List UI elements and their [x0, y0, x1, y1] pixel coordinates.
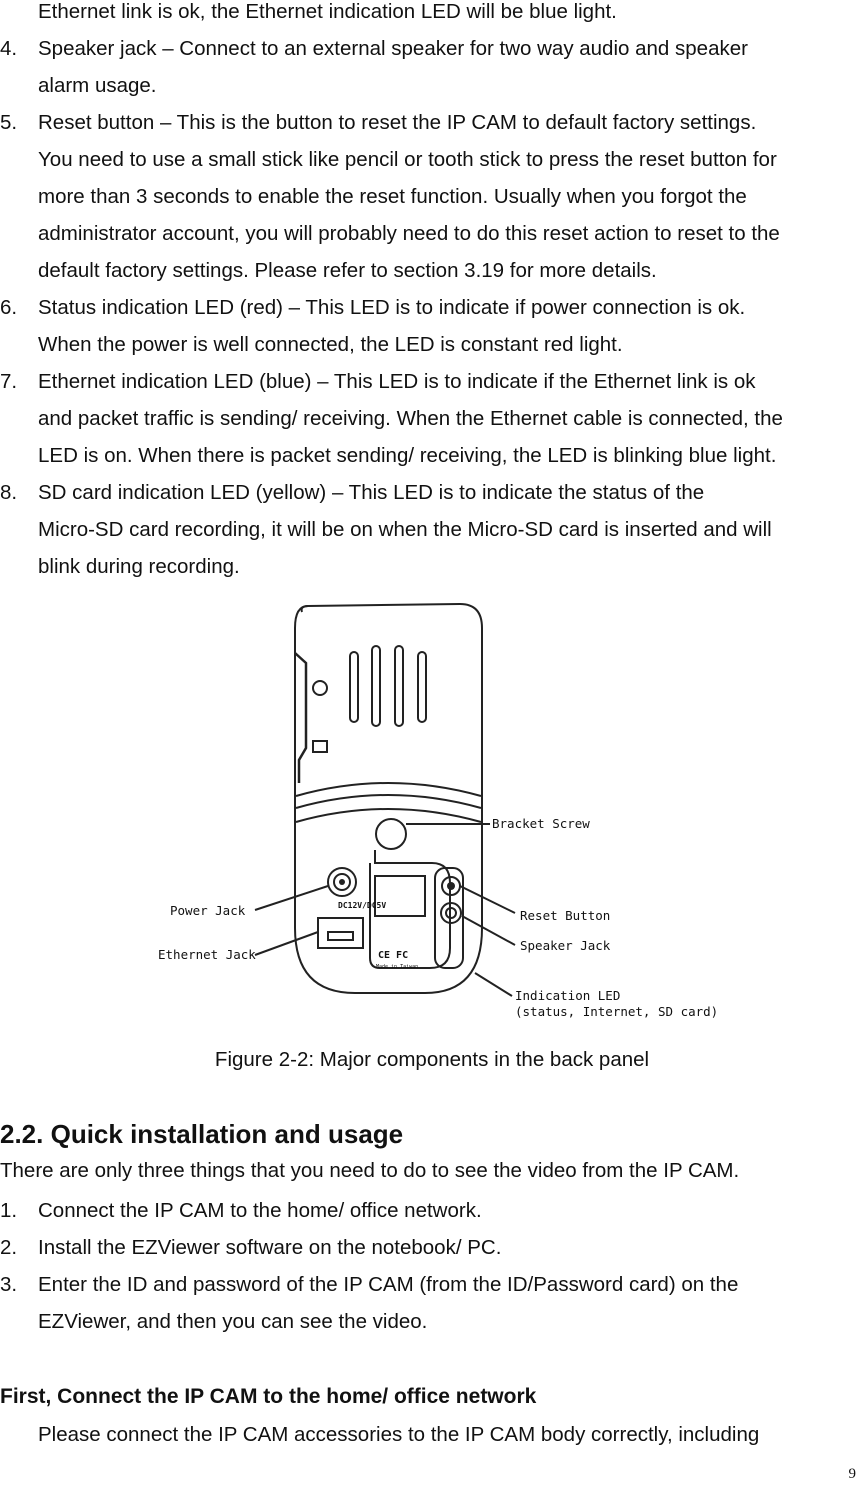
item-line: Ethernet indication LED (blue) – This LE…: [38, 370, 756, 393]
label-power-jack: Power Jack: [170, 903, 246, 918]
label-indication-led: Indication LED: [515, 988, 620, 1003]
label-reset-button: Reset Button: [520, 908, 610, 923]
item-line: Micro-SD card recording, it will be on w…: [38, 518, 772, 541]
sd-symbol-icon: [312, 680, 328, 696]
item-number: 4.: [0, 37, 18, 60]
bracket-screw-hole: [375, 818, 407, 850]
subsection-heading: First, Connect the IP CAM to the home/ o…: [0, 1385, 537, 1408]
step-line: Connect the IP CAM to the home/ office n…: [38, 1199, 482, 1222]
speaker-jack: [440, 902, 462, 924]
figure-caption: Figure 2-2: Major components in the back…: [214, 1048, 650, 1071]
label-bracket-screw: Bracket Screw: [492, 816, 590, 831]
subsection-text: Please connect the IP CAM accessories to…: [38, 1423, 760, 1446]
item-line: more than 3 seconds to enable the reset …: [38, 185, 747, 208]
item-line: Status indication LED (red) – This LED i…: [38, 296, 746, 319]
section-heading: 2.2. Quick installation and usage: [0, 1119, 404, 1149]
step-line: EZViewer, and then you can see the video…: [38, 1310, 428, 1333]
page-number: 9: [848, 1466, 857, 1482]
item-number: 6.: [0, 296, 18, 319]
item-number: 5.: [0, 111, 18, 134]
item-line: Reset button – This is the button to res…: [38, 111, 757, 134]
camera-body-outline: [294, 602, 483, 994]
step-line: Install the EZViewer software on the not…: [38, 1236, 502, 1259]
item-line: default factory settings. Please refer t…: [38, 259, 657, 282]
section-intro: There are only three things that you nee…: [0, 1159, 740, 1182]
made-in-label: Made in Taiwan: [376, 964, 418, 970]
card-slot-icon: [312, 740, 328, 753]
label-speaker-jack: Speaker Jack: [520, 938, 611, 953]
label-indication-led-sub: (status, Internet, SD card): [515, 1004, 718, 1019]
label-ethernet-jack: Ethernet Jack: [158, 947, 256, 962]
item-line: blink during recording.: [38, 555, 240, 578]
item-number: 8.: [0, 481, 18, 504]
power-jack: [327, 867, 357, 897]
ce-fcc-mark: CE FC: [378, 950, 408, 961]
step-number: 1.: [0, 1199, 18, 1222]
item-line: alarm usage.: [38, 74, 157, 97]
dc-voltage-label: DC12V/DC5V: [338, 901, 386, 910]
step-number: 2.: [0, 1236, 18, 1259]
item-line: LED is on. When there is packet sending/…: [38, 444, 777, 467]
back-panel-diagram: DC12V/DC5V CE FC Made in Taiwan Bracket …: [158, 602, 718, 1019]
item-line: You need to use a small stick like penci…: [38, 148, 777, 171]
intro-line: Ethernet link is ok, the Ethernet indica…: [38, 0, 617, 23]
item-line: administrator account, you will probably…: [38, 222, 780, 245]
step-line: Enter the ID and password of the IP CAM …: [38, 1273, 739, 1296]
item-line: Speaker jack – Connect to an external sp…: [38, 37, 748, 60]
item-line: When the power is well connected, the LE…: [38, 333, 623, 356]
item-line: SD card indication LED (yellow) – This L…: [38, 481, 705, 504]
item-number: 7.: [0, 370, 18, 393]
step-number: 3.: [0, 1273, 18, 1296]
item-line: and packet traffic is sending/ receiving…: [38, 407, 783, 430]
